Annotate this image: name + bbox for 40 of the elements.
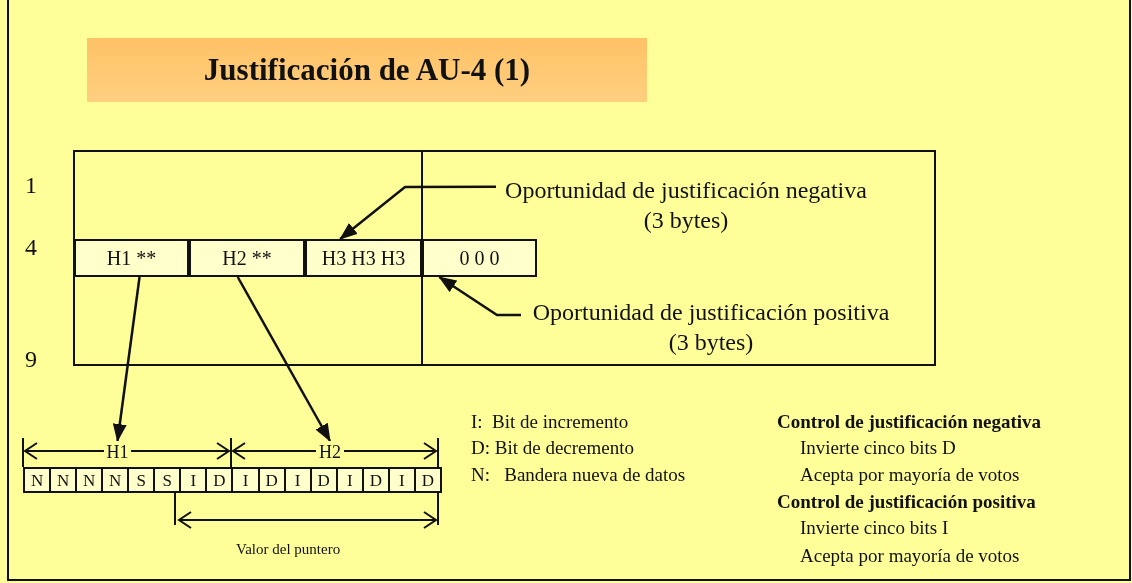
bit-cell: D: [361, 467, 390, 493]
legend-text: D: Bit de decremento: [471, 436, 635, 460]
arrow: [236, 276, 332, 442]
bit-cell: N: [49, 467, 78, 493]
row-number: 4: [25, 233, 37, 262]
bit-cell: I: [231, 467, 260, 493]
pointer-byte-cell: H3 H3 H3: [305, 239, 422, 277]
annotation-text: Oportunidad de justificación positiva (3 bytes): [521, 297, 901, 357]
bit-cell: D: [257, 467, 286, 493]
pointer-byte-cell: H2 **: [189, 239, 305, 277]
legend-text: Invierte cinco bits D: [800, 436, 956, 460]
legend-text: I: Bit de incremento: [471, 410, 629, 434]
title-banner: Justificación de AU-4 (1): [87, 38, 647, 102]
bit-cell: I: [283, 467, 312, 493]
annotation-text: Oportunidad de justificación negativa (3 bytes): [496, 175, 876, 237]
bit-cell: S: [127, 467, 156, 493]
legend-text: Invierte cinco bits I: [800, 516, 949, 540]
legend-text: Acepta por mayoría de votos: [800, 463, 1020, 487]
bit-cell: D: [205, 467, 234, 493]
bit-cell: S: [153, 467, 182, 493]
bit-cell: N: [23, 467, 52, 493]
leader-arrow: [339, 185, 496, 240]
bit-cell: N: [101, 467, 130, 493]
leader-arrow: [438, 275, 521, 317]
pointer-byte-cell: H1 **: [74, 239, 189, 277]
bit-cell: I: [335, 467, 364, 493]
dimension-label: Valor del puntero: [236, 540, 341, 559]
legend-text: N: Bandera nueva de datos: [471, 463, 686, 487]
pointer-byte-cell: 0 0 0: [422, 239, 537, 277]
bit-cell: D: [309, 467, 338, 493]
bit-cell: D: [413, 467, 442, 493]
bit-cell: N: [75, 467, 104, 493]
legend-text: Acepta por mayoría de votos: [800, 544, 1020, 568]
bit-cell: I: [179, 467, 208, 493]
arrow: [112, 276, 141, 442]
section-heading: Control de justificación negativa: [777, 410, 1042, 434]
row-number: 1: [25, 171, 37, 200]
bit-cell: I: [387, 467, 416, 493]
section-heading: Control de justificación positiva: [777, 490, 1036, 514]
row-number: 9: [25, 345, 37, 374]
